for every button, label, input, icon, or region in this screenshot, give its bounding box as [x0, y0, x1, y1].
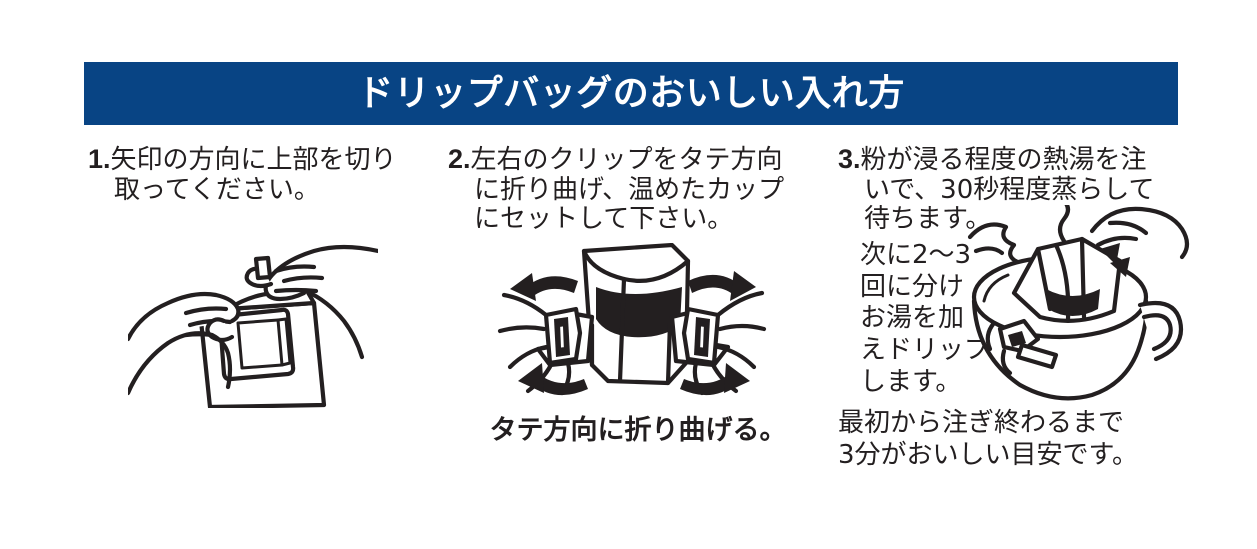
step-3-narrow-line-2: 回に分け	[860, 271, 965, 302]
step-3-block: 3.粉が浸る程度の熱湯を注 いで、30秒程度蒸らして 待ちます。	[838, 143, 1198, 236]
step-3-number: 3.	[838, 144, 861, 174]
header-banner: ドリップバッグのおいしい入れ方	[84, 62, 1178, 125]
step-2-line-2: に折り曲げ、温めたカップ	[474, 174, 785, 205]
step-2-text: 2.左右のクリップをタテ方向 に折り曲げ、温めたカップ にセットして下さい。	[448, 143, 828, 236]
drip-bag-clips-folding-illustration	[492, 243, 772, 403]
step-3-narrow-line-3: お湯を加	[860, 303, 965, 334]
step-3-line-2: いで、30秒程度蒸らして	[864, 174, 1155, 205]
step-3-narrow-column: 次に2〜3 回に分け お湯を加 えドリップ します。	[860, 240, 1035, 399]
step-2-block: 2.左右のクリップをタテ方向 に折り曲げ、温めたカップ にセットして下さい。	[448, 143, 828, 236]
cup-with-drip-bag-steaming-illustration	[960, 205, 1208, 405]
step-1-line-1: 矢印の方向に上部を切り	[110, 145, 397, 175]
step-2-line-3: にセットして下さい。	[474, 204, 734, 235]
step-2-line-1: 左右のクリップをタテ方向	[470, 145, 783, 175]
step-3-narrow-line-1: 次に2〜3	[860, 240, 972, 270]
step-1-text: 1.矢印の方向に上部を切り 取ってください。	[88, 143, 440, 206]
step-3-tail-column: 最初から注ぎ終わるまで 3分がおいしい目安です。	[838, 408, 1208, 471]
step-2-number: 2.	[448, 144, 471, 174]
step-1-number: 1.	[88, 144, 111, 174]
hands-tearing-drip-bag-illustration	[128, 243, 378, 408]
page-title: ドリップバッグのおいしい入れ方	[357, 72, 905, 114]
step-3-narrow-line-4: えドリップ	[860, 335, 991, 366]
step-3-narrow-line-5: します。	[860, 366, 962, 397]
step-3-tail-line-1: 最初から注ぎ終わるまで	[838, 408, 1125, 438]
step-3-line-1: 粉が浸る程度の熱湯を注	[860, 145, 1147, 175]
step-3-tail-line-2: 3分がおいしい目安です。	[838, 439, 1138, 470]
hands-tearing-drip-bag-svg	[128, 244, 378, 408]
step-3-line-3: 待ちます。	[864, 204, 992, 235]
cup-with-drip-bag-steaming-svg	[967, 205, 1190, 401]
step-3-text: 3.粉が浸る程度の熱湯を注 いで、30秒程度蒸らして 待ちます。	[838, 143, 1198, 236]
step-2-caption: タテ方向に折り曲げる。	[489, 415, 787, 446]
drip-bag-clips-folding-svg	[497, 243, 767, 396]
step-1-line-2: 取ってください。	[114, 174, 320, 205]
step-1-block: 1.矢印の方向に上部を切り 取ってください。	[88, 143, 440, 206]
